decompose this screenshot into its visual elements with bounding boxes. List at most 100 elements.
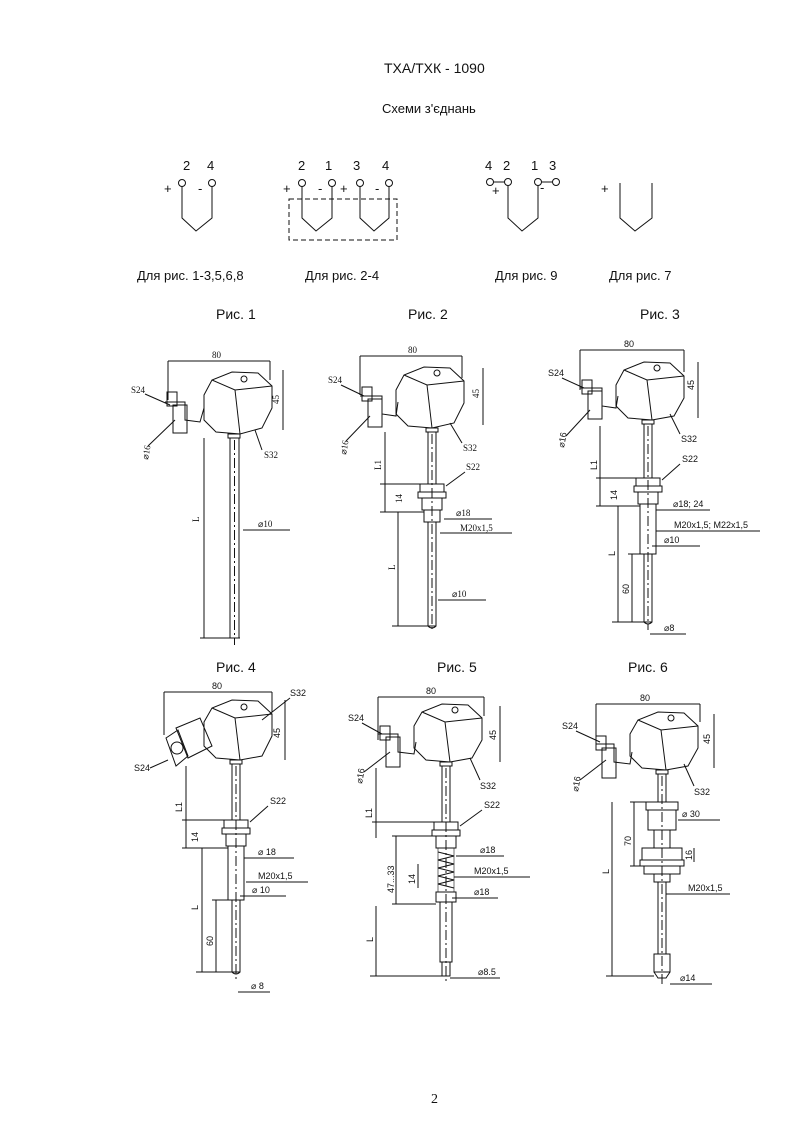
svg-text:60: 60 [621, 584, 631, 594]
svg-text:⌀18; 24: ⌀18; 24 [673, 499, 703, 509]
svg-text:45: 45 [702, 734, 712, 744]
wiring-scheme-1: 2 4 + - [164, 158, 216, 232]
figure-label-5: Рис. 5 [437, 659, 477, 675]
svg-text:⌀16: ⌀16 [354, 767, 367, 784]
svg-text:16: 16 [684, 850, 694, 860]
svg-text:L1: L1 [364, 808, 374, 818]
svg-text:S22: S22 [484, 800, 500, 810]
svg-text:S32: S32 [681, 434, 697, 444]
scheme-caption-2: Для рис. 2-4 [305, 268, 380, 283]
svg-text:80: 80 [624, 339, 634, 349]
figure-6-drawing: 80 45 70 L 16 ⌀ 30 M20x1,5 ⌀14 S24 [562, 693, 730, 985]
svg-text:14: 14 [407, 874, 417, 884]
svg-text:80: 80 [408, 345, 418, 355]
svg-text:45: 45 [471, 389, 481, 399]
wiring-scheme-2: 2 1 3 4 + - + - [283, 158, 398, 241]
svg-text:S24: S24 [348, 713, 364, 723]
svg-text:L: L [191, 517, 201, 523]
svg-text:45: 45 [271, 395, 281, 405]
svg-text:70: 70 [623, 836, 633, 846]
svg-text:45: 45 [272, 728, 282, 738]
figure-3-drawing: 80 45 L1 14 L 60 S22 ⌀18; 24 M20x1,5; M2… [548, 339, 760, 635]
svg-text:⌀8: ⌀8 [664, 623, 674, 633]
svg-text:⌀ 30: ⌀ 30 [682, 809, 700, 819]
svg-text:L: L [190, 905, 200, 910]
svg-text:⌀16: ⌀16 [556, 431, 569, 448]
svg-text:M20x1,5: M20x1,5 [688, 883, 723, 893]
svg-text:M20x1,5; M22x1,5: M20x1,5; M22x1,5 [674, 520, 748, 530]
svg-text:80: 80 [212, 350, 222, 360]
svg-text:80: 80 [212, 681, 222, 691]
svg-text:⌀ 10: ⌀ 10 [252, 885, 270, 895]
svg-text:⌀14: ⌀14 [680, 973, 695, 983]
figure-label-2: Рис. 2 [408, 306, 448, 322]
figure-5-drawing: 80 45 L1 47...33 14 L S22 ⌀18 M20x1,5 [348, 686, 530, 982]
wiring-scheme-3: 4 2 1 3 + - [485, 158, 560, 232]
terminal-number: 4 [382, 158, 389, 173]
scheme-caption-3: Для рис. 9 [495, 268, 558, 283]
svg-text:S24: S24 [548, 368, 564, 378]
svg-text:M20x1,5: M20x1,5 [474, 866, 509, 876]
svg-text:S24: S24 [131, 385, 146, 395]
terminal-number: 2 [503, 158, 510, 173]
svg-text:⌀ 18: ⌀ 18 [258, 847, 276, 857]
svg-text:80: 80 [426, 686, 436, 696]
page-number: 2 [431, 1092, 438, 1107]
svg-text:L1: L1 [589, 460, 599, 470]
svg-text:S24: S24 [562, 721, 578, 731]
plus-sign: + [283, 181, 291, 196]
terminal-number: 3 [549, 158, 556, 173]
svg-text:L: L [365, 937, 375, 942]
terminal-number: 3 [353, 158, 360, 173]
svg-text:⌀8.5: ⌀8.5 [478, 967, 496, 977]
page-subtitle: Схеми з'єднань [382, 101, 476, 116]
svg-text:S32: S32 [463, 443, 477, 453]
svg-text:S32: S32 [290, 688, 306, 698]
svg-text:⌀18: ⌀18 [456, 508, 471, 518]
figure-4-drawing: 80 45 L1 14 L 60 S22 ⌀ 18 M20x1,5 ⌀ 10 [134, 681, 308, 993]
figure-1-drawing: 80 45 L ⌀10 S24 S32 ⌀16 [131, 350, 290, 645]
svg-text:⌀18: ⌀18 [474, 887, 489, 897]
minus-sign: - [375, 181, 379, 196]
svg-text:⌀18: ⌀18 [480, 845, 495, 855]
svg-text:45: 45 [488, 730, 498, 740]
figure-2-drawing: 80 45 L1 14 L S22 ⌀18 M20x1,5 ⌀10 S24 S3… [328, 345, 512, 632]
svg-text:47...33: 47...33 [386, 865, 396, 893]
svg-text:⌀16: ⌀16 [338, 439, 350, 455]
svg-text:S22: S22 [270, 796, 286, 806]
svg-text:S32: S32 [264, 450, 278, 460]
page-title: ТХА/ТХК - 1090 [384, 60, 485, 76]
minus-sign: - [318, 181, 322, 196]
svg-text:60: 60 [205, 936, 215, 946]
svg-text:⌀10: ⌀10 [664, 535, 679, 545]
svg-text:M20x1,5: M20x1,5 [258, 871, 293, 881]
plus-sign: + [601, 181, 609, 196]
svg-text:S24: S24 [328, 375, 343, 385]
terminal-number: 4 [207, 158, 214, 173]
terminal-number: 4 [485, 158, 492, 173]
svg-text:S24: S24 [134, 763, 150, 773]
svg-text:⌀16: ⌀16 [570, 775, 583, 792]
scheme-caption-1: Для рис. 1-3,5,6,8 [137, 268, 244, 283]
terminal-number: 1 [531, 158, 538, 173]
plus-sign: + [492, 183, 500, 198]
svg-text:S32: S32 [694, 787, 710, 797]
scheme-caption-4: Для рис. 7 [609, 268, 672, 283]
svg-text:S32: S32 [480, 781, 496, 791]
figure-label-3: Рис. 3 [640, 306, 680, 322]
svg-text:14: 14 [394, 494, 404, 504]
figure-label-4: Рис. 4 [216, 659, 256, 675]
svg-text:L: L [607, 551, 617, 556]
svg-text:L: L [601, 869, 611, 874]
minus-sign: - [540, 180, 544, 195]
plus-sign: + [340, 181, 348, 196]
svg-text:L: L [387, 565, 397, 571]
svg-text:14: 14 [609, 490, 619, 500]
figure-label-1: Рис. 1 [216, 306, 256, 322]
plus-sign: + [164, 181, 172, 196]
svg-text:L1: L1 [373, 460, 383, 470]
svg-text:M20x1,5: M20x1,5 [460, 523, 493, 533]
svg-text:45: 45 [686, 380, 696, 390]
terminal-number: 2 [298, 158, 305, 173]
